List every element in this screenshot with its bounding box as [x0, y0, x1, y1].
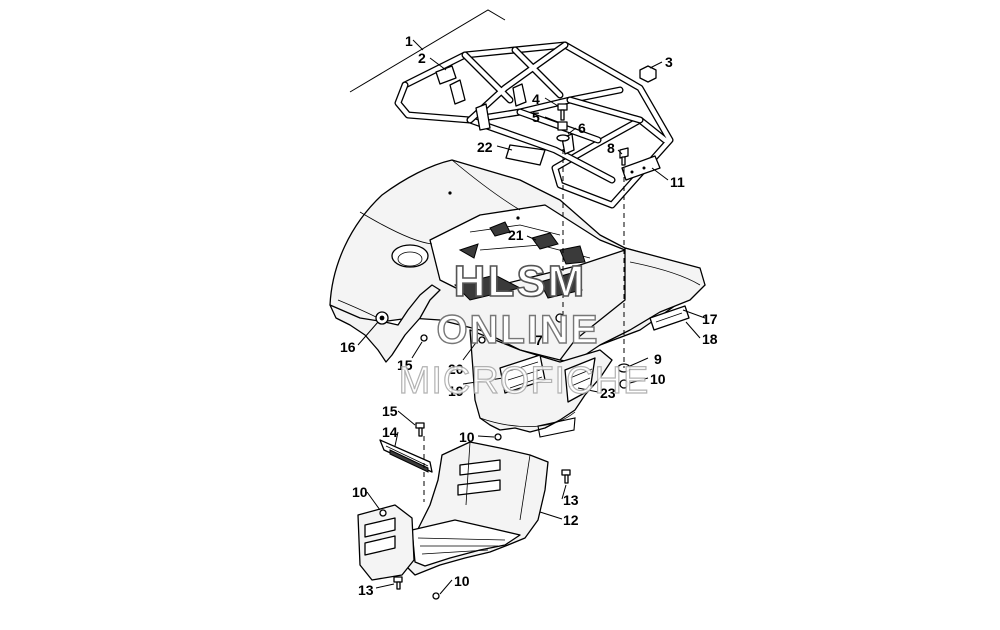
callout-13-lower: 13: [358, 582, 374, 598]
callout-21: 21: [508, 227, 524, 243]
callout-10: 10: [650, 371, 666, 387]
rear-fender: [329, 144, 706, 438]
callout-23: 23: [600, 385, 616, 401]
part-callouts: 1 2 3 4 5 6 8 22 11 21 17 18 16 15 7 20 …: [340, 33, 718, 598]
callout-19: 19: [448, 383, 464, 399]
callout-15: 15: [397, 357, 413, 373]
callout-17: 17: [702, 311, 718, 327]
callout-18: 18: [702, 331, 718, 347]
callout-9: 9: [654, 351, 662, 367]
watermark-line-2: ONLINE: [436, 308, 599, 352]
callout-6: 6: [578, 120, 586, 136]
footwell: [357, 422, 571, 600]
callout-7: 7: [535, 332, 543, 348]
callout-5: 5: [532, 109, 540, 125]
callout-22: 22: [477, 139, 493, 155]
callout-20: 20: [448, 361, 464, 377]
callout-8: 8: [607, 140, 615, 156]
watermark: HLSM ONLINE MICROFICHE: [398, 256, 650, 402]
callout-1: 1: [405, 33, 413, 49]
callout-10-bottom: 10: [454, 573, 470, 589]
callout-13: 13: [563, 492, 579, 508]
callout-12: 12: [563, 512, 579, 528]
callout-10-left: 10: [352, 484, 368, 500]
assembly-center-lines: [423, 140, 625, 502]
watermark-line-3: MICROFICHE: [399, 360, 650, 402]
callout-10-mid: 10: [459, 429, 475, 445]
watermark-line-1: HLSM: [454, 257, 587, 306]
callout-16: 16: [340, 339, 356, 355]
fender-hardware: [420, 334, 631, 441]
callout-14: 14: [382, 424, 398, 440]
callout-4: 4: [532, 91, 540, 107]
callout-3: 3: [665, 54, 673, 70]
callout-2: 2: [418, 50, 426, 66]
callout-15-lower: 15: [382, 403, 398, 419]
rack-hardware: [556, 103, 629, 166]
assembly-bracket-line: [349, 9, 506, 93]
leader-lines: [357, 39, 706, 595]
callout-11: 11: [670, 174, 685, 190]
